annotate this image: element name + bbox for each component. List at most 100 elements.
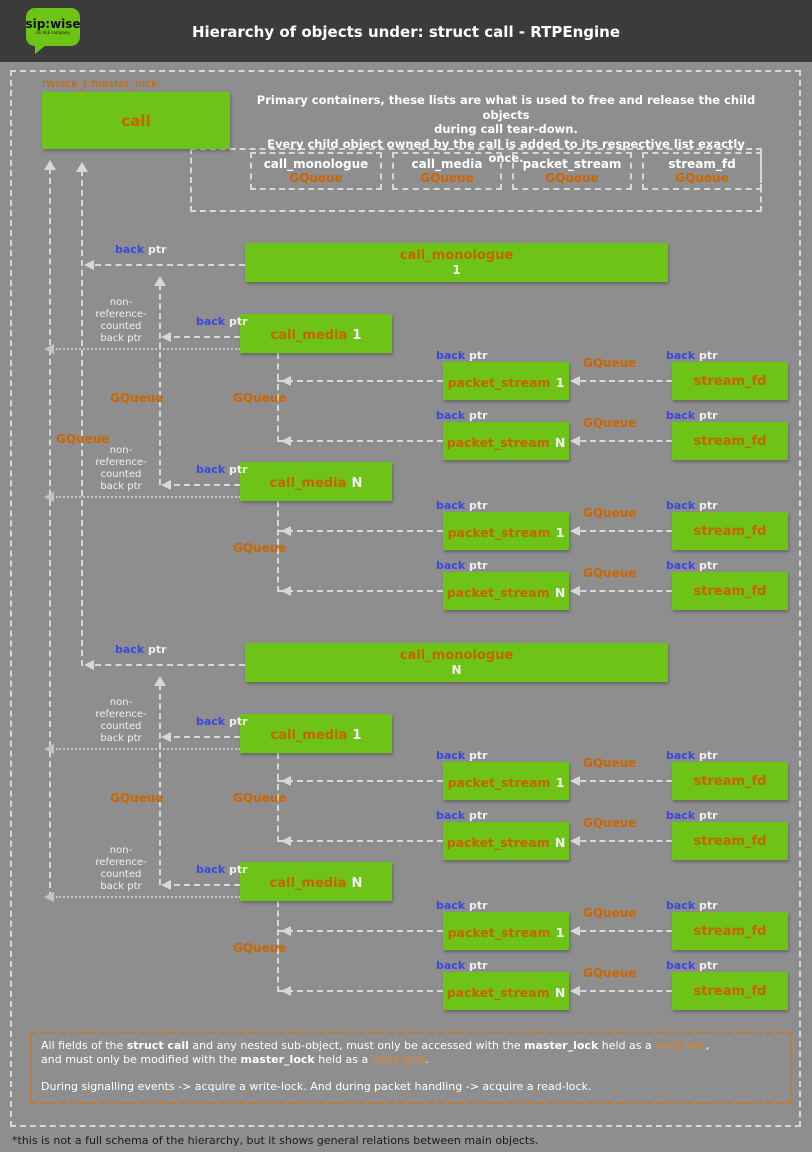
gqueue-label: GQueue — [110, 391, 164, 405]
gqueue-label: GQueue — [583, 566, 637, 580]
container-name: call_monologue — [263, 157, 369, 171]
call-monologue-n-box: call_monologue N — [245, 643, 668, 682]
arrowhead-left — [281, 376, 291, 386]
packet-stream-box: packet_stream 1 — [443, 512, 569, 550]
back-ptr-label: back ptr — [436, 499, 488, 512]
sipwise-logo: sip:wise an ALE company — [25, 8, 82, 56]
arrowhead-left — [281, 926, 291, 936]
note-line-1: All fields of the struct call and any ne… — [41, 1039, 710, 1052]
arrowhead-left — [570, 776, 580, 786]
container-name: stream_fd — [668, 157, 736, 171]
container-type: GQueue — [420, 171, 474, 185]
back-ptr-label: back ptr — [666, 809, 718, 822]
header-bar: sip:wise an ALE company Hierarchy of obj… — [0, 0, 812, 62]
arrowhead-left — [570, 986, 580, 996]
gqueue-label: GQueue — [583, 756, 637, 770]
back-ptr-label: back ptr — [666, 899, 718, 912]
packet-stream-box: packet_stream N — [443, 822, 569, 860]
back-ptr-label: back ptr — [196, 863, 248, 876]
arrowhead-left — [281, 436, 291, 446]
box-name: call_media — [269, 476, 347, 491]
packet-stream-box: packet_stream 1 — [443, 362, 569, 400]
back-ptr-label: back ptr — [196, 715, 248, 728]
gqueue-line — [571, 380, 672, 382]
arrowhead-left — [44, 344, 54, 354]
container-packet-stream: packet_stream GQueue — [512, 152, 632, 190]
container-call-monologue: call_monologue GQueue — [250, 152, 382, 190]
arrowhead-left — [161, 480, 171, 490]
call-media-box: call_media 1 — [240, 714, 392, 753]
back-ptr-line — [164, 484, 240, 486]
note-line-2: and must only be modified with the maste… — [41, 1053, 429, 1066]
box-num: N — [351, 476, 363, 491]
arrowhead-left — [570, 376, 580, 386]
call-media-box: call_media N — [240, 462, 392, 501]
box-num: 1 — [452, 263, 461, 277]
box-name: call_monologue — [399, 648, 514, 663]
gqueue-line — [277, 780, 443, 782]
back-ptr-label: back ptr — [436, 349, 488, 362]
back-ptr-label: back ptr — [436, 899, 488, 912]
arrowhead-up — [154, 676, 166, 686]
container-name: call_media — [411, 157, 483, 171]
gqueue-line — [571, 440, 672, 442]
media-backptr-vline — [159, 284, 161, 485]
back-ptr-line — [164, 736, 240, 738]
page-title: Hierarchy of objects under: struct call … — [191, 23, 621, 41]
footnote: *this is not a full schema of the hierar… — [12, 1134, 539, 1147]
gqueue-line — [571, 780, 672, 782]
arrowhead-left — [161, 880, 171, 890]
stream-fd-box: stream_fd — [672, 762, 788, 800]
gqueue-label: GQueue — [56, 432, 110, 446]
logo-bubble: sip:wise an ALE company — [25, 8, 81, 46]
back-ptr-label: back ptr — [436, 749, 488, 762]
back-ptr-label: back ptr — [666, 499, 718, 512]
gqueue-label: GQueue — [583, 906, 637, 920]
stream-fd-box: stream_fd — [672, 972, 788, 1010]
packet-stream-box: packet_stream N — [443, 972, 569, 1010]
back-ptr-label: back ptr — [436, 559, 488, 572]
container-type: GQueue — [675, 171, 729, 185]
back-ptr-label: back ptr — [666, 749, 718, 762]
back-ptr-label: back ptr — [115, 243, 167, 256]
gqueue-line — [277, 440, 443, 442]
box-num: 1 — [352, 328, 362, 343]
call-box: call — [42, 92, 230, 149]
logo-bubble-tail — [35, 45, 46, 54]
arrowhead-up — [154, 276, 166, 286]
arrowhead-left — [44, 744, 54, 754]
gqueue-label: GQueue — [583, 966, 637, 980]
intro-line-1: Primary containers, these lists are what… — [256, 93, 756, 122]
gqueue-line — [277, 840, 443, 842]
arrowhead-left — [570, 926, 580, 936]
gqueue-label: GQueue — [233, 391, 287, 405]
gqueue-label: GQueue — [233, 941, 287, 955]
arrowhead-left — [570, 836, 580, 846]
gqueue-label: GQueue — [110, 791, 164, 805]
gqueue-line — [571, 840, 672, 842]
gqueue-label: GQueue — [233, 791, 287, 805]
box-name: call_media — [270, 328, 348, 343]
back-ptr-label: back ptr — [666, 409, 718, 422]
note-box: All fields of the struct call and any ne… — [30, 1032, 792, 1104]
container-call-media: call_media GQueue — [392, 152, 502, 190]
intro-text: Primary containers, these lists are what… — [248, 93, 764, 166]
call-gqueue-vline — [49, 168, 51, 898]
arrowhead-left — [161, 332, 171, 342]
note-line-3: During signalling events -> acquire a wr… — [41, 1080, 592, 1093]
logo-text: sip:wise — [25, 17, 81, 31]
gqueue-vline — [277, 753, 279, 842]
arrowhead-up — [44, 160, 56, 170]
arrowhead-left — [570, 526, 580, 536]
stream-fd-box: stream_fd — [672, 512, 788, 550]
packet-stream-box: packet_stream 1 — [443, 912, 569, 950]
call-monologue-1-box: call_monologue 1 — [245, 243, 668, 282]
intro-line-2: during call tear-down. — [434, 122, 578, 136]
call-box-label: call — [121, 111, 151, 130]
arrowhead-left — [281, 836, 291, 846]
gqueue-line — [277, 380, 443, 382]
back-ptr-line — [95, 264, 245, 266]
